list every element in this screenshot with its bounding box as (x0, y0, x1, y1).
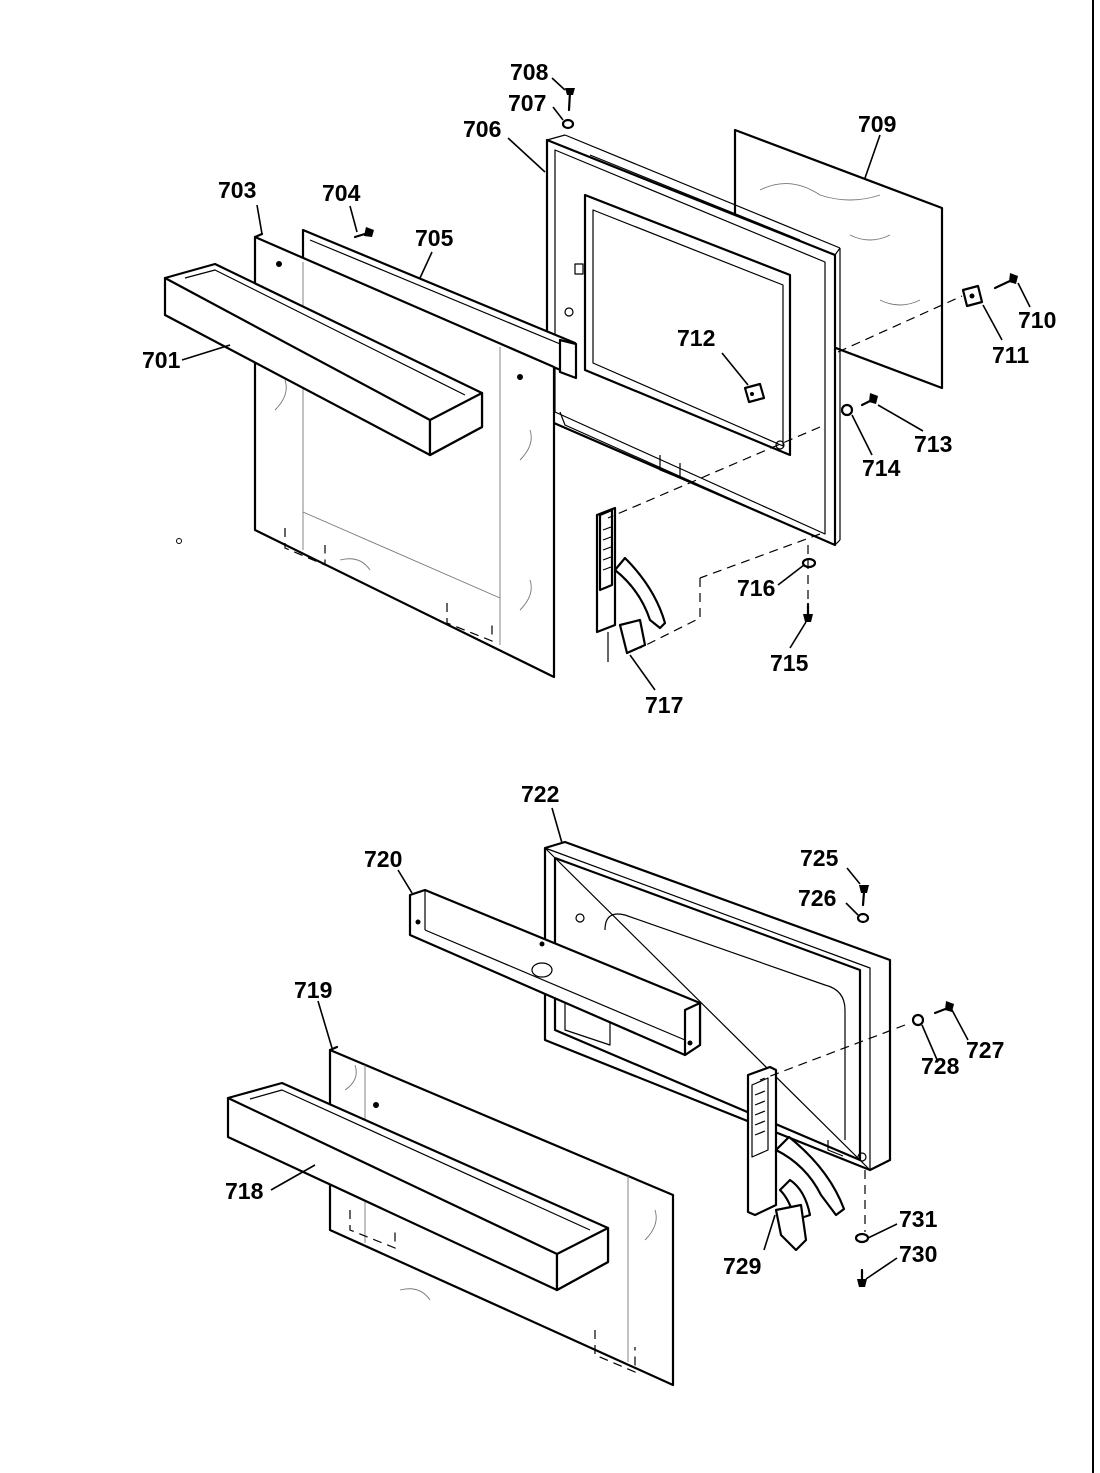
part-706-inner-frame (545, 134, 841, 547)
label-703: 703 (218, 177, 256, 203)
label-712: 712 (677, 325, 715, 351)
label-711: 711 (992, 342, 1029, 368)
scan-dot (176, 538, 182, 544)
part-722-inner-panel (543, 840, 892, 1172)
label-715: 715 (770, 650, 809, 676)
label-730: 730 (899, 1241, 937, 1267)
lower-leaders (270, 807, 969, 1280)
lower-small-hardware (854, 885, 954, 1287)
label-719: 719 (294, 977, 332, 1003)
label-709: 709 (858, 111, 896, 137)
label-731: 731 (899, 1206, 938, 1232)
label-728: 728 (921, 1053, 960, 1079)
label-705: 705 (415, 225, 454, 251)
part-729-hinge (746, 1065, 846, 1252)
label-701: 701 (142, 347, 181, 373)
lower-door-assembly: 718 719 720 722 725 726 727 728 729 730 … (225, 781, 1004, 1387)
label-727: 727 (966, 1037, 1004, 1063)
upper-small-hardware (353, 88, 1018, 622)
label-706: 706 (463, 116, 501, 142)
label-716: 716 (737, 575, 775, 601)
label-717: 717 (645, 692, 683, 718)
upper-leaders (181, 77, 1031, 691)
part-718-handle (226, 1081, 610, 1292)
upper-alignment-lines (607, 295, 963, 649)
label-722: 722 (521, 781, 559, 807)
label-729: 729 (723, 1253, 761, 1279)
label-704: 704 (322, 180, 361, 206)
upper-door-assembly: 701 703 704 705 706 707 708 709 710 711 … (142, 59, 1056, 718)
label-713: 713 (914, 431, 952, 457)
part-720-support-strip (408, 888, 702, 1057)
label-708: 708 (510, 59, 549, 85)
label-725: 725 (800, 845, 839, 871)
part-701-handle (163, 262, 484, 457)
label-726: 726 (798, 885, 836, 911)
label-707: 707 (508, 90, 546, 116)
part-712-clip (743, 382, 766, 404)
label-714: 714 (862, 455, 901, 481)
label-720: 720 (364, 846, 402, 872)
label-710: 710 (1018, 307, 1056, 333)
lower-alignment-lines (759, 1024, 906, 1232)
part-705-support-strip (301, 228, 578, 380)
part-717-hinge (595, 506, 667, 662)
label-718: 718 (225, 1178, 264, 1204)
